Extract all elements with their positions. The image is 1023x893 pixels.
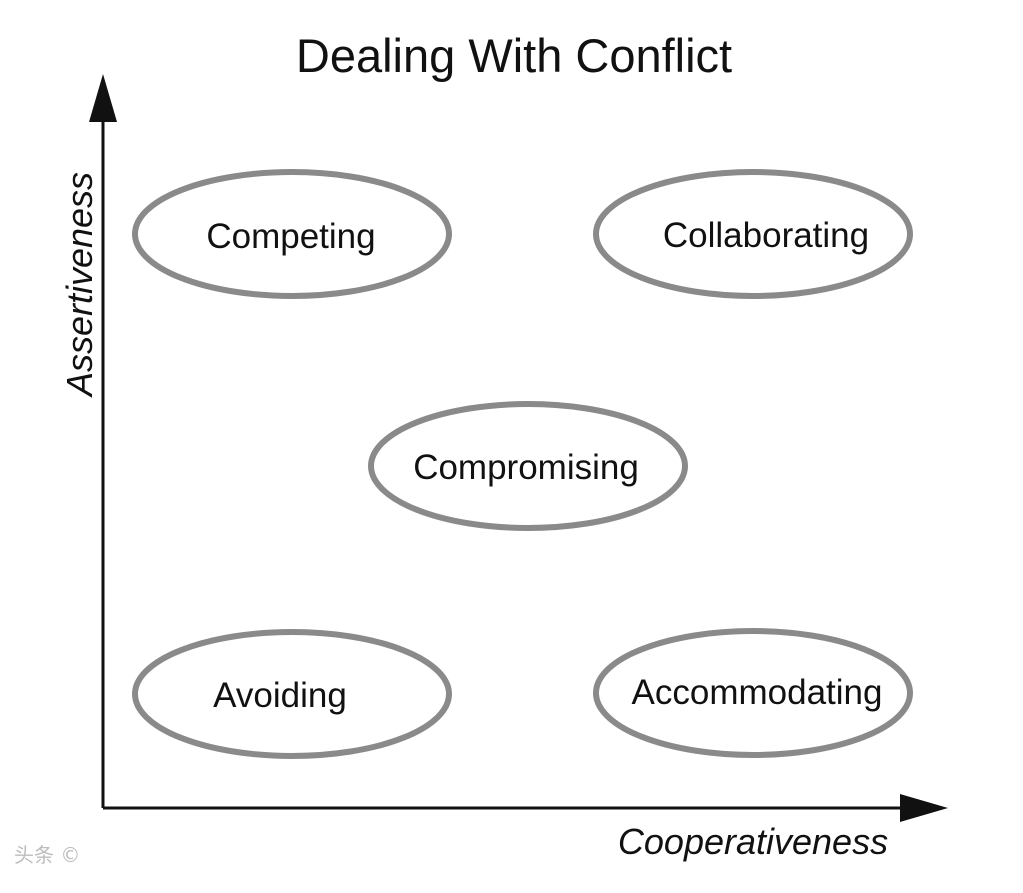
node-collaborating: Collaborating xyxy=(593,169,913,299)
node-avoiding: Avoiding xyxy=(132,629,452,759)
diagram-title: Dealing With Conflict xyxy=(296,29,732,82)
watermark-text: 头条 © xyxy=(14,843,80,867)
y-axis-arrow-icon xyxy=(89,74,117,122)
node-accommodating-ellipse xyxy=(593,628,913,758)
node-competing: Competing xyxy=(132,169,452,299)
y-axis-label: Assertiveness xyxy=(59,172,100,398)
node-avoiding-label: Avoiding xyxy=(213,676,347,715)
node-compromising-label: Compromising xyxy=(413,448,639,487)
node-avoiding-ellipse xyxy=(132,629,452,759)
node-accommodating-label: Accommodating xyxy=(632,673,883,712)
x-axis-arrow-icon xyxy=(900,794,948,822)
node-collaborating-ellipse xyxy=(593,169,913,299)
node-competing-ellipse xyxy=(132,169,452,299)
x-axis-label: Cooperativeness xyxy=(618,821,888,862)
node-accommodating: Accommodating xyxy=(593,628,913,758)
node-compromising-ellipse xyxy=(368,401,688,531)
node-compromising: Compromising xyxy=(368,401,688,531)
node-competing-label: Competing xyxy=(206,217,375,256)
node-collaborating-label: Collaborating xyxy=(663,216,869,255)
